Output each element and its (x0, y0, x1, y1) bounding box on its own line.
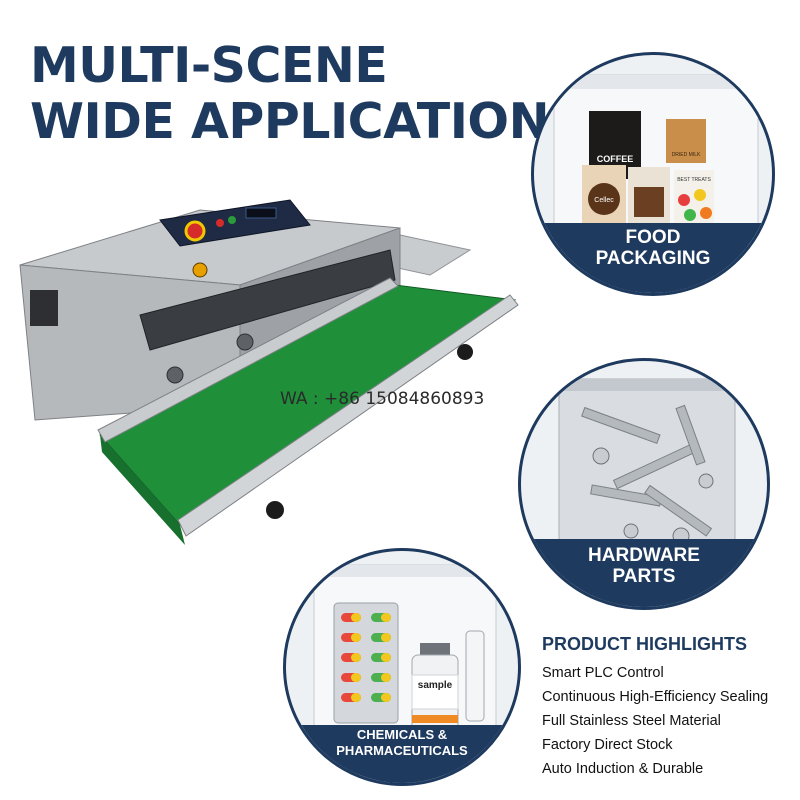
nut-2 (698, 473, 714, 489)
panel-button-red (216, 219, 224, 227)
hardware-label-line-1: HARDWARE (588, 545, 700, 566)
scene-chemicals-pharmaceuticals: sample CHEMICALS & PHARMACEUTICALS (283, 548, 521, 786)
vial-label: sample (418, 680, 453, 691)
roller-1 (166, 366, 184, 384)
chemicals-label: CHEMICALS & PHARMACEUTICALS (286, 725, 518, 783)
capsules (341, 613, 391, 702)
hardware-parts-label: HARDWARE PARTS (521, 539, 767, 607)
product-highlights: PRODUCT HIGHLIGHTS Smart PLC Control Con… (542, 634, 800, 781)
highlights-list: Smart PLC Control Continuous High-Effici… (542, 661, 800, 781)
highlight-item: Auto Induction & Durable (542, 761, 704, 777)
food-label-line-1: FOOD (625, 227, 681, 248)
snack-pack-label: DRIED MILK (672, 152, 701, 158)
food-bag-image: COFFEE DRIED MILK Cellec BEST TREATS (553, 74, 759, 246)
highlight-item: Full Stainless Steel Material (542, 713, 721, 729)
coffee-pack-label: COFFEE (597, 154, 634, 164)
highlight-item: Continuous High-Efficiency Sealing (542, 689, 769, 705)
rail-left (97, 277, 399, 443)
panel-button-green (228, 216, 236, 224)
bolt-4 (644, 484, 713, 537)
headline-line-2: WIDE APPLICATION (30, 93, 550, 150)
nut-3 (623, 523, 639, 539)
pharma-bag-image: sample (313, 564, 497, 736)
adjust-knob (192, 262, 208, 278)
headline: MULTI-SCENE WIDE APPLICATION (30, 37, 550, 150)
bolt-1 (581, 406, 661, 445)
rail-right (177, 294, 519, 537)
food-label-line-2: PACKAGING (595, 248, 711, 269)
hardware-label-line-2: PARTS (612, 566, 676, 587)
test-tube (465, 630, 485, 722)
food-packaging-label: FOOD PACKAGING (534, 223, 772, 293)
side-vent (30, 290, 58, 326)
panel-display (245, 207, 277, 219)
snack-pack (666, 119, 706, 163)
beans-pack-label: Cellec (594, 197, 614, 204)
sealing-head (139, 249, 396, 351)
chemicals-label-line-1: CHEMICALS & (356, 727, 448, 742)
highlights-title: PRODUCT HIGHLIGHTS (542, 634, 747, 654)
highlight-item: Factory Direct Stock (542, 737, 673, 753)
scene-hardware-parts: HARDWARE PARTS (518, 358, 770, 610)
scene-food-packaging: COFFEE DRIED MILK Cellec BEST TREATS FOO… (531, 52, 775, 296)
whatsapp-contact: WA : +86 15084860893 (280, 389, 485, 409)
band-sealer-machine-image (19, 199, 519, 545)
emergency-stop-button (184, 220, 206, 242)
nut-1 (592, 447, 610, 465)
candy-pack-label: BEST TREATS (677, 177, 711, 183)
chemicals-label-line-2: PHARMACEUTICALS (336, 743, 468, 758)
headline-line-1: MULTI-SCENE (30, 37, 388, 94)
conveyor-knob-1 (457, 344, 473, 360)
vial-cap (420, 643, 450, 655)
roller-2 (236, 333, 254, 351)
conveyor-knob-2 (266, 501, 284, 519)
hardware-bag-image (558, 378, 736, 556)
belt-edge (100, 435, 185, 545)
bolt-5 (675, 404, 706, 466)
highlight-item: Smart PLC Control (542, 665, 664, 681)
